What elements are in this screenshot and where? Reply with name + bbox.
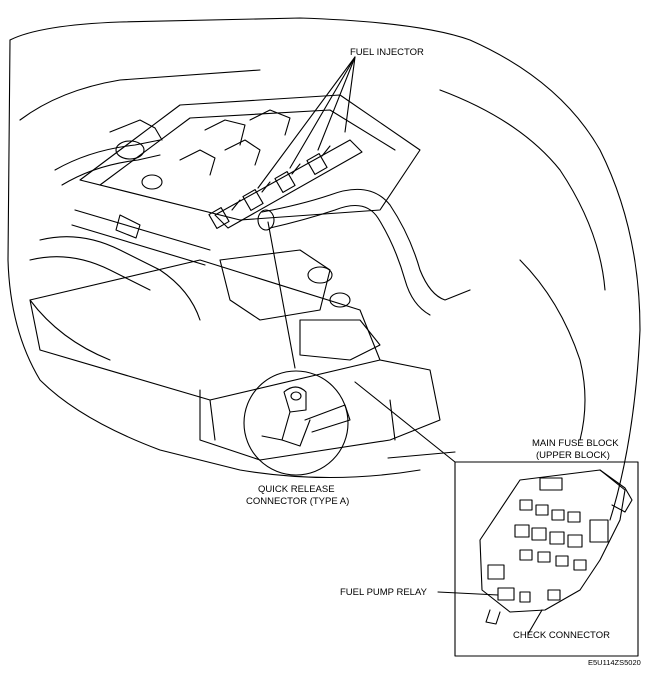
quick-release-connector-detail [243, 370, 351, 476]
engine-bay-outline [7, 17, 641, 521]
check-connector-label: CHECK CONNECTOR [513, 630, 610, 641]
leader-lines [257, 56, 543, 635]
cylinder-head-cover [79, 94, 421, 221]
main-fuse-block-detail [454, 461, 639, 657]
figure-code: E5U114ZS5020 [588, 658, 641, 667]
fuel-injector-label: FUEL INJECTOR [350, 47, 424, 58]
main-fuse-block-label-line2: (UPPER BLOCK) [536, 450, 610, 461]
fuel-pump-relay-label: FUEL PUMP RELAY [340, 587, 428, 598]
fuel-hose [257, 188, 471, 316]
intake-components [29, 236, 381, 361]
quick-release-label-line1: QUICK RELEASE [258, 484, 335, 495]
main-fuse-block-label-line1: MAIN FUSE BLOCK [532, 438, 619, 449]
left-hose [54, 139, 211, 266]
battery-box [29, 259, 441, 461]
quick-release-label-line2: CONNECTOR (TYPE A) [246, 496, 349, 507]
fuel-rail [208, 139, 363, 229]
